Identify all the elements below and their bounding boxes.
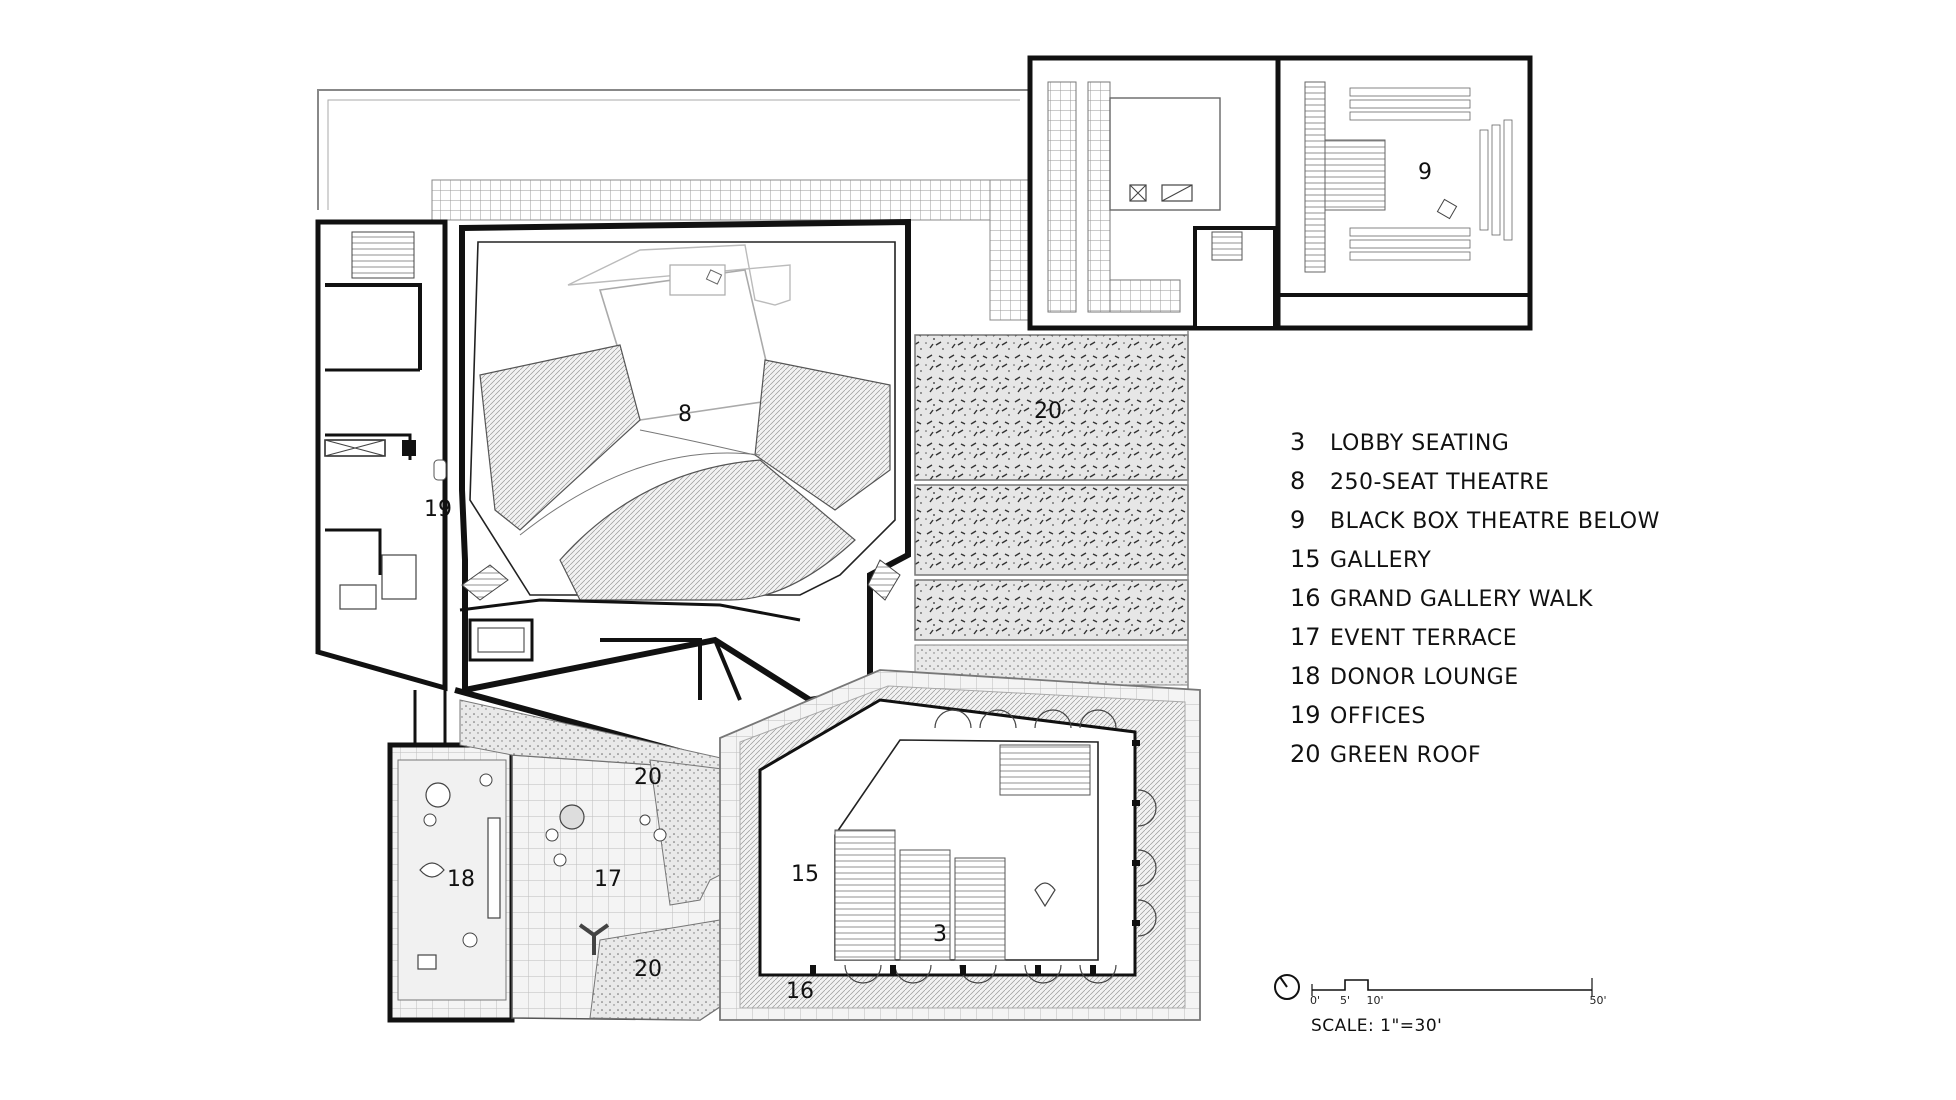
legend: 3 LOBBY SEATING 8 250-SEAT THEATRE 9 BLACK … xyxy=(1290,428,1710,779)
donor-lounge: 18 xyxy=(387,742,515,1023)
gallery-lobby: 15 3 16 xyxy=(719,669,1201,1021)
legend-number: 16 xyxy=(1290,584,1321,612)
legend-number: 20 xyxy=(1290,740,1321,768)
event-terrace: 17 20 20 xyxy=(459,699,731,1021)
scale-tick-5: 5' xyxy=(1340,994,1350,1007)
legend-label: GALLERY xyxy=(1330,548,1432,573)
legend-label: OFFICES xyxy=(1330,704,1426,729)
legend-number: 17 xyxy=(1290,623,1321,651)
legend-number: 18 xyxy=(1290,662,1321,690)
room-label-lobby-seating: 3 xyxy=(933,922,947,947)
legend-item: 20 GREEN ROOF xyxy=(1290,740,1710,779)
legend-label: DONOR LOUNGE xyxy=(1330,665,1519,690)
legend-label: 250-SEAT THEATRE xyxy=(1330,470,1550,495)
scale-tick-50: 50' xyxy=(1589,994,1606,1007)
roof-outline xyxy=(317,89,1031,321)
theatre-250: 8 xyxy=(459,218,911,704)
legend-label: GRAND GALLERY WALK xyxy=(1330,587,1593,612)
room-label-green-roof-north: 20 xyxy=(1034,399,1062,424)
legend-item: 3 LOBBY SEATING xyxy=(1290,428,1710,467)
room-label-green-roof-south: 20 xyxy=(634,957,662,982)
scale-caption: SCALE: 1"=30' xyxy=(1311,1016,1443,1036)
legend-label: EVENT TERRACE xyxy=(1330,626,1518,651)
legend-label: BLACK BOX THEATRE BELOW xyxy=(1330,509,1660,534)
legend-item: 18 DONOR LOUNGE xyxy=(1290,662,1710,701)
room-label-black-box: 9 xyxy=(1418,160,1432,185)
legend-item: 15 GALLERY xyxy=(1290,545,1710,584)
legend-item: 16 GRAND GALLERY WALK xyxy=(1290,584,1710,623)
scale-tick-0: 0' xyxy=(1310,994,1320,1007)
room-label-theatre: 8 xyxy=(678,402,692,427)
service-block xyxy=(1027,55,1281,331)
legend-number: 19 xyxy=(1290,701,1321,729)
legend-label: GREEN ROOF xyxy=(1330,743,1482,768)
legend-item: 8 250-SEAT THEATRE xyxy=(1290,467,1710,506)
legend-number: 15 xyxy=(1290,545,1321,573)
room-label-grand-gallery-walk: 16 xyxy=(786,979,814,1004)
legend-number: 8 xyxy=(1290,467,1306,495)
room-label-green-roof-east: 20 xyxy=(634,765,662,790)
legend-item: 17 EVENT TERRACE xyxy=(1290,623,1710,662)
scale-tick-10: 10' xyxy=(1366,994,1383,1007)
green-roof-east: 20 xyxy=(914,330,1189,690)
legend-item: 19 OFFICES xyxy=(1290,701,1710,740)
legend-item: 9 BLACK BOX THEATRE BELOW xyxy=(1290,506,1710,545)
legend-number: 9 xyxy=(1290,506,1306,534)
room-label-event-terrace: 17 xyxy=(594,867,622,892)
legend-number: 3 xyxy=(1290,428,1306,456)
black-box-theatre: 9 xyxy=(1275,55,1533,331)
offices-block: 19 xyxy=(315,219,452,692)
room-label-offices: 19 xyxy=(424,497,452,522)
room-label-donor-lounge: 18 xyxy=(447,867,475,892)
scale-bar: 0' 5' 10' 50' xyxy=(1274,974,1607,1007)
legend-label: LOBBY SEATING xyxy=(1330,431,1510,456)
room-label-gallery: 15 xyxy=(791,862,819,887)
